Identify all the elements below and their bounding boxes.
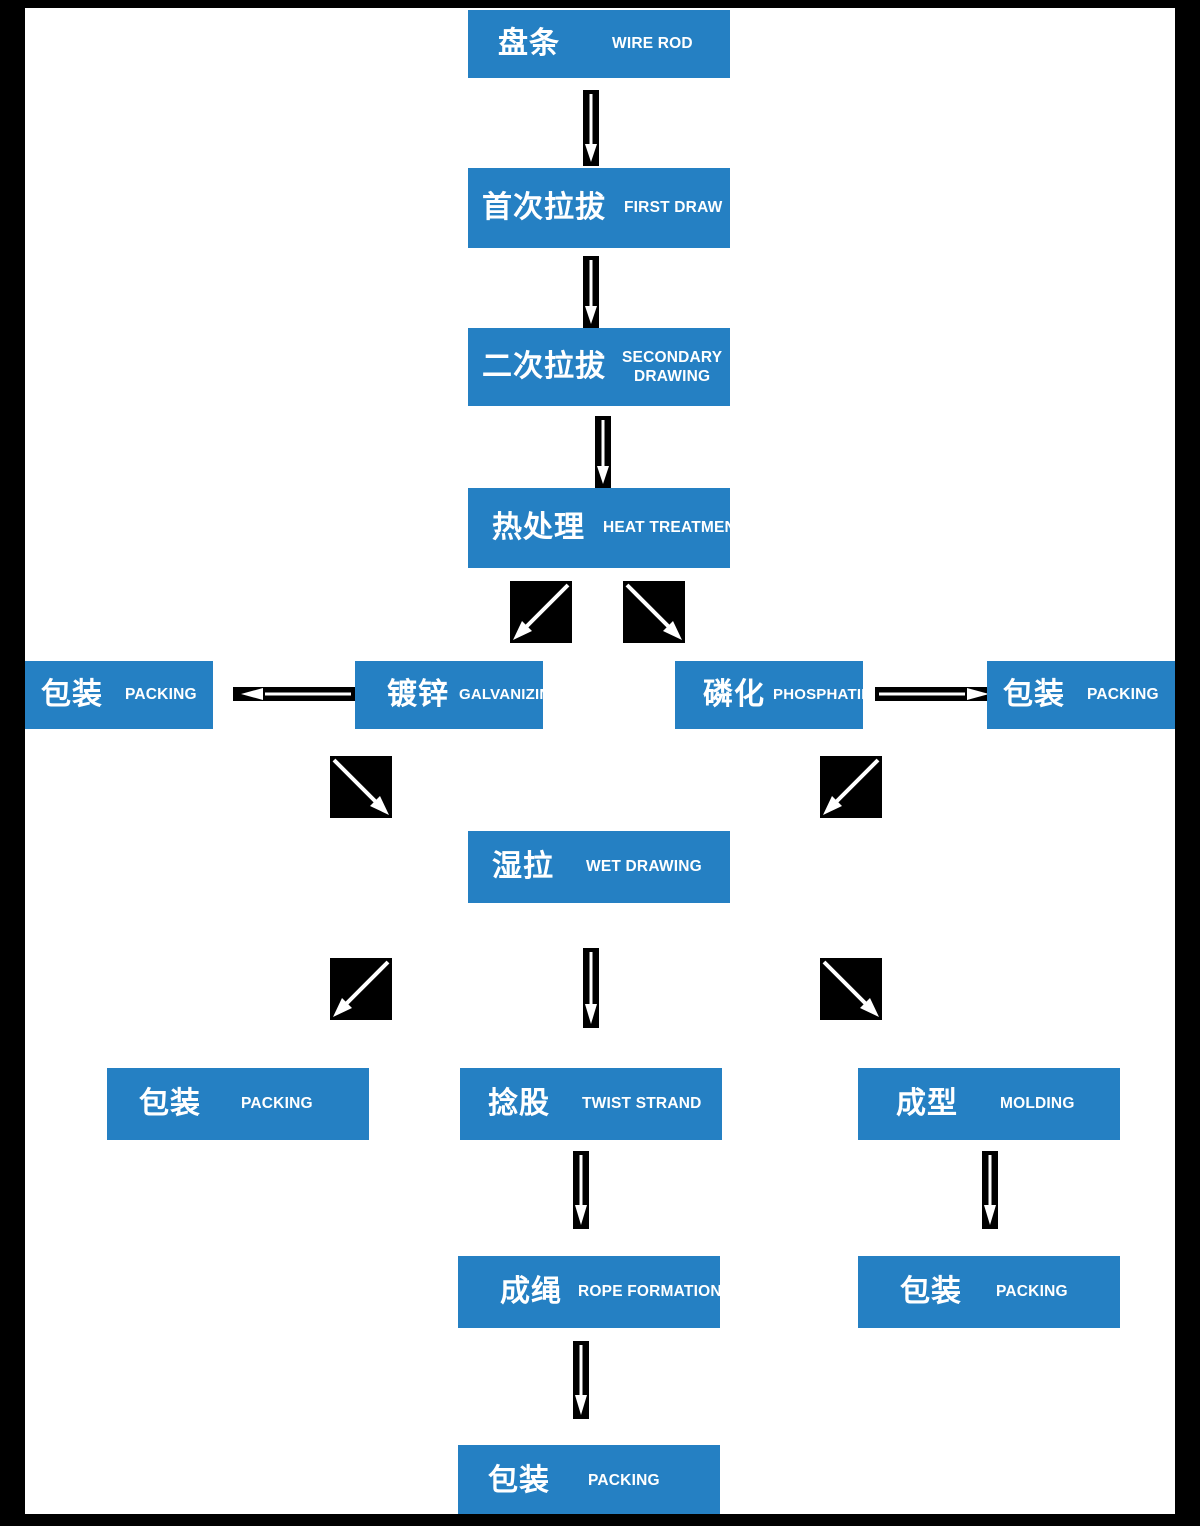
flowchart-canvas: 盘条 WIRE ROD 首次拉拔 FIRST DRAW 二次拉拔 SECONDA… [25, 8, 1175, 1514]
arrow-down-left-heat-treatment-to-galvanizing [510, 581, 572, 643]
node-label-en: TWIST STRAND [582, 1095, 702, 1113]
arrow-down-right-wet-drawing-to-molding [820, 958, 882, 1020]
node-label-cn: 包装 [900, 1275, 962, 1308]
node-label-en: WIRE ROD [612, 35, 693, 53]
node-label-en: PACKING [125, 686, 197, 704]
node-label-cn: 镀锌 [387, 678, 449, 711]
process-node-packing-bottom[interactable]: 包装 PACKING [458, 1445, 720, 1514]
node-label-cn: 捻股 [488, 1087, 550, 1120]
arrow-right-phosphating-to-packing [875, 684, 997, 704]
node-label-en: GALVANIZING [459, 685, 543, 703]
node-label-cn: 磷化 [703, 678, 765, 711]
node-label-cn: 首次拉拔 [482, 191, 606, 224]
node-label-en: WET DRAWING [586, 858, 702, 876]
arrow-down-secondary-drawing-to-heat-treatment [595, 416, 611, 488]
node-label-cn: 包装 [488, 1464, 550, 1497]
process-node-packing-left-1[interactable]: 包装 PACKING [25, 661, 213, 729]
process-node-twist-strand[interactable]: 捻股 TWIST STRAND [460, 1068, 722, 1140]
node-label-cn: 湿拉 [492, 850, 554, 883]
process-node-secondary-drawing[interactable]: 二次拉拔 SECONDARY DRAWING [468, 328, 730, 406]
arrow-down-left-phosphating-to-wet-drawing [820, 756, 882, 818]
process-node-wire-rod[interactable]: 盘条 WIRE ROD [468, 10, 730, 78]
node-label-cn: 包装 [1003, 678, 1065, 711]
arrow-down-molding-to-packing [982, 1151, 998, 1229]
node-label-en: PACKING [1087, 686, 1159, 704]
node-label-en: HEAT TREATMENT [603, 519, 730, 537]
node-label-en: SECONDARY DRAWING [622, 348, 723, 385]
arrow-down-first-draw-to-secondary-drawing [583, 256, 599, 328]
arrow-down-rope-formation-to-packing [573, 1341, 589, 1419]
process-node-molding[interactable]: 成型 MOLDING [858, 1068, 1120, 1140]
node-label-cn: 盘条 [498, 27, 560, 60]
arrow-down-left-wet-drawing-to-packing [330, 958, 392, 1020]
node-label-en: MOLDING [1000, 1095, 1075, 1113]
node-label-cn: 包装 [139, 1087, 201, 1120]
arrow-left-galvanizing-to-packing [233, 684, 355, 704]
node-label-en: ROPE FORMATION [578, 1283, 720, 1301]
process-node-first-draw[interactable]: 首次拉拔 FIRST DRAW [468, 168, 730, 248]
node-label-en: PACKING [588, 1472, 660, 1490]
process-node-packing-right-2[interactable]: 包装 PACKING [858, 1256, 1120, 1328]
node-label-en: PACKING [996, 1283, 1068, 1301]
process-node-wet-drawing[interactable]: 湿拉 WET DRAWING [468, 831, 730, 903]
node-label-en: FIRST DRAW [624, 199, 723, 217]
process-node-rope-formation[interactable]: 成绳 ROPE FORMATION [458, 1256, 720, 1328]
arrow-down-twist-strand-to-rope-formation [573, 1151, 589, 1229]
arrow-down-wet-drawing-to-twist-strand [583, 948, 599, 1028]
node-label-cn: 成绳 [500, 1275, 562, 1308]
process-node-galvanizing[interactable]: 镀锌 GALVANIZING [355, 661, 543, 729]
process-node-packing-right-1[interactable]: 包装 PACKING [987, 661, 1175, 729]
node-label-en: PACKING [241, 1095, 313, 1113]
node-label-cn: 热处理 [492, 511, 585, 544]
node-label-en: PHOSPHATING [773, 685, 863, 703]
arrow-down-right-galvanizing-to-wet-drawing [330, 756, 392, 818]
arrow-down-right-heat-treatment-to-phosphating [623, 581, 685, 643]
process-node-packing-left-2[interactable]: 包装 PACKING [107, 1068, 369, 1140]
node-label-cn: 二次拉拔 [482, 350, 606, 383]
node-label-cn: 成型 [896, 1087, 958, 1120]
process-node-phosphating[interactable]: 磷化 PHOSPHATING [675, 661, 863, 729]
arrow-down-wire-rod-to-first-draw [583, 90, 599, 166]
process-node-heat-treatment[interactable]: 热处理 HEAT TREATMENT [468, 488, 730, 568]
node-label-cn: 包装 [41, 678, 103, 711]
